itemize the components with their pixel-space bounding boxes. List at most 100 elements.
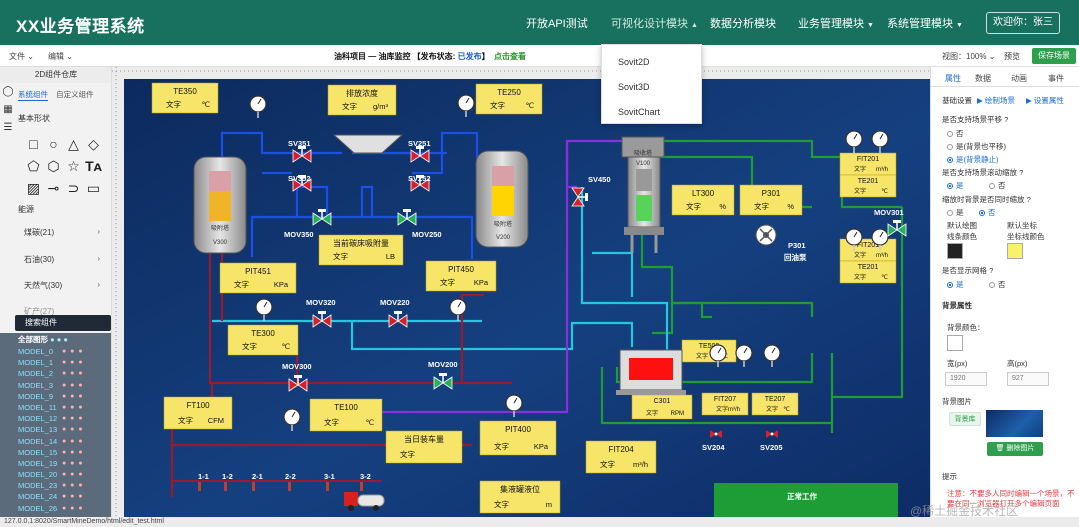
zoom-control[interactable]: 视图：100% ⌄ bbox=[942, 51, 995, 62]
help-icon[interactable]: ? bbox=[1004, 115, 1009, 124]
list-item[interactable]: MODEL_13● ● ● bbox=[0, 424, 111, 435]
pentagon-shape-icon[interactable]: ⬠ bbox=[27, 158, 40, 174]
bg-zoom-no[interactable]: 否 bbox=[979, 207, 996, 218]
tab-custom-components[interactable]: 自定义组件 bbox=[56, 90, 94, 99]
grid-no[interactable]: 否 bbox=[989, 279, 1006, 290]
line-shape-icon[interactable]: ⊸ bbox=[47, 180, 60, 196]
triangle-shape-icon[interactable]: △ bbox=[68, 136, 79, 152]
tab-data[interactable]: 数据 bbox=[975, 74, 991, 83]
list-item[interactable]: MODEL_20● ● ● bbox=[0, 469, 111, 480]
height-input[interactable]: 927 bbox=[1007, 372, 1049, 386]
dropdown-sovitchart[interactable]: SovitChart bbox=[618, 107, 661, 117]
category-oil[interactable]: 石油(30)› bbox=[24, 254, 104, 265]
help-icon[interactable]: ? bbox=[1019, 168, 1024, 177]
list-item[interactable]: MODEL_27● ● ● bbox=[0, 514, 111, 517]
list-item[interactable]: MODEL_15● ● ● bbox=[0, 447, 111, 458]
pan-option-no[interactable]: 否 bbox=[947, 128, 964, 139]
set-props-button[interactable]: ▶ 设置属性 bbox=[1026, 95, 1064, 106]
diamond-shape-icon[interactable]: ◇ bbox=[88, 136, 99, 152]
hexagon-shape-icon[interactable]: ⬡ bbox=[47, 158, 60, 174]
category-gas[interactable]: 天然气(30)› bbox=[24, 280, 104, 291]
list-item[interactable]: MODEL_12● ● ● bbox=[0, 413, 111, 424]
grid-yes[interactable]: 是 bbox=[947, 279, 964, 290]
square-shape-icon[interactable]: □ bbox=[29, 136, 38, 152]
nav-visual-design[interactable]: 可视化设计模块▲ bbox=[611, 15, 698, 31]
line-color-swatch[interactable] bbox=[947, 243, 963, 259]
zoom-no[interactable]: 否 bbox=[989, 180, 1006, 191]
keyboard-shape-icon[interactable]: ▭ bbox=[86, 180, 101, 196]
nav-business[interactable]: 业务管理模块▼ bbox=[798, 15, 874, 31]
image-shape-icon[interactable]: ▨ bbox=[26, 180, 41, 196]
circle-icon[interactable]: ◯ bbox=[2, 86, 14, 97]
list-item[interactable]: MODEL_19● ● ● bbox=[0, 458, 111, 469]
dropdown-sovit2d[interactable]: Sovit2D bbox=[618, 57, 650, 67]
list-icon[interactable]: ☰ bbox=[3, 122, 13, 133]
dropdown-sovit3d[interactable]: Sovit3D bbox=[618, 82, 650, 92]
category-coal[interactable]: 煤碳(21)› bbox=[24, 227, 104, 238]
star-shape-icon[interactable]: ☆ bbox=[67, 158, 80, 174]
bg-zoom-yes[interactable]: 是 bbox=[947, 207, 964, 218]
energy-section-heading[interactable]: 能源 bbox=[18, 205, 34, 214]
scada-diagram[interactable]: 吸附塔 V300 吸附塔 V200 吸收塔 V1 bbox=[112, 67, 930, 517]
basic-shapes-heading[interactable]: 基本形状 bbox=[18, 114, 50, 123]
list-item[interactable]: MODEL_3● ● ● bbox=[0, 380, 111, 391]
coord-color-swatch[interactable] bbox=[1007, 243, 1023, 259]
help-icon[interactable]: ? bbox=[989, 266, 994, 275]
view-link[interactable]: 点击查看 bbox=[494, 52, 527, 61]
save-scene-button[interactable]: 保存场景 bbox=[1032, 48, 1076, 64]
tab-properties[interactable]: 属性 bbox=[945, 74, 961, 83]
list-item[interactable]: MODEL_0● ● ● bbox=[0, 346, 111, 357]
list-item[interactable]: MODEL_24● ● ● bbox=[0, 491, 111, 502]
delete-image-button[interactable]: 🗑 删除图片 bbox=[987, 442, 1043, 456]
file-menu[interactable]: 文件 ⌄ bbox=[9, 51, 34, 62]
tab-animation[interactable]: 动画 bbox=[1011, 74, 1027, 83]
bg-color-swatch[interactable] bbox=[947, 335, 963, 351]
list-item[interactable]: MODEL_2● ● ● bbox=[0, 368, 111, 379]
list-item[interactable]: MODEL_14● ● ● bbox=[0, 436, 111, 447]
search-components-button[interactable]: 搜索组件 bbox=[15, 315, 111, 331]
list-item[interactable]: MODEL_1● ● ● bbox=[0, 357, 111, 368]
grid-icon[interactable]: ▦ bbox=[3, 104, 13, 115]
category-mineral[interactable]: 矿产(27) bbox=[24, 306, 104, 317]
user-welcome-button[interactable]: 欢迎你：张三 bbox=[986, 12, 1060, 34]
zoom-yes[interactable]: 是 bbox=[947, 180, 964, 191]
bg-library-button[interactable]: 背景库 bbox=[949, 412, 981, 426]
pump-p301[interactable]: P301 回油泵 bbox=[755, 224, 807, 262]
width-input[interactable]: 1920 bbox=[945, 372, 987, 386]
tab-system-components[interactable]: 系统组件 bbox=[18, 90, 48, 101]
nav-open-api[interactable]: 开放API测试 bbox=[526, 18, 588, 30]
absorption-tower-v100[interactable]: 吸收塔 V100 bbox=[621, 136, 665, 253]
adsorption-tower-v300[interactable]: 吸附塔 V300 bbox=[193, 156, 247, 254]
list-item[interactable]: MODEL_23● ● ● bbox=[0, 480, 111, 491]
connector-shape-icon[interactable]: ⊃ bbox=[67, 180, 80, 196]
tab-events[interactable]: 事件 bbox=[1048, 74, 1064, 83]
nav-system[interactable]: 系统管理模块▼ bbox=[887, 15, 963, 31]
list-item[interactable]: MODEL_26● ● ● bbox=[0, 503, 111, 514]
pan-option-bg[interactable]: 是(背景也平移) bbox=[947, 141, 1006, 152]
help-icon[interactable]: ? bbox=[1026, 195, 1031, 204]
pan-option-fixed[interactable]: 是(背景静止) bbox=[947, 154, 999, 165]
nav-data-analysis[interactable]: 数据分析模块 bbox=[710, 18, 776, 30]
list-item[interactable]: MODEL_11● ● ● bbox=[0, 402, 111, 413]
